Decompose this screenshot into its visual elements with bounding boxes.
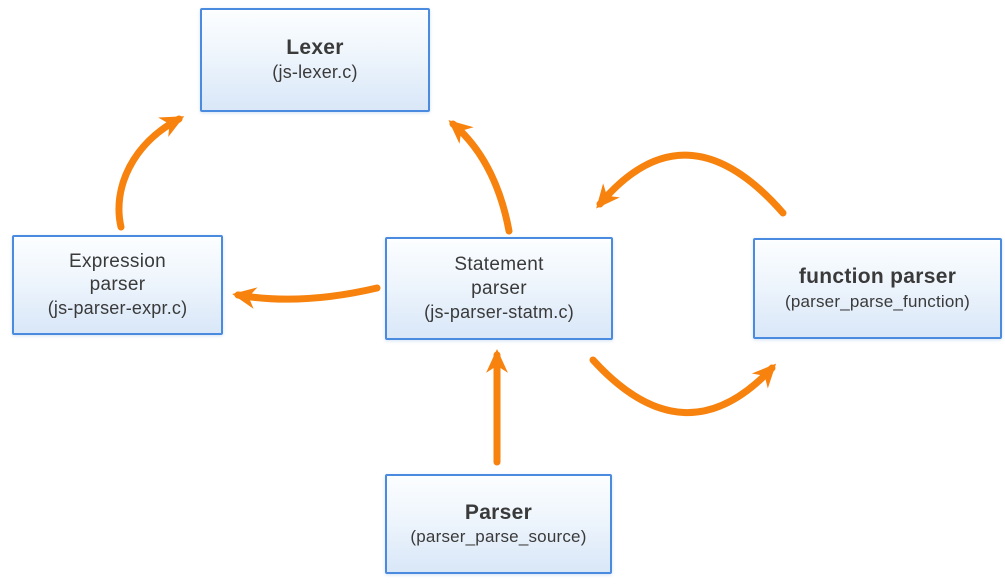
- node-function-parser-file: (parser_parse_function): [784, 291, 971, 311]
- node-parser-title: Parser: [464, 500, 533, 524]
- node-lexer-title: Lexer: [286, 36, 344, 60]
- node-lexer-file: (js-lexer.c): [272, 62, 358, 83]
- arrow-statement-parser-to-function-parser: [589, 356, 777, 416]
- node-statement-parser-file: (js-parser-statm.c): [424, 301, 574, 322]
- arrow-statement-parser-to-expression-parser: [232, 284, 381, 309]
- node-expression-parser-file: (js-parser-expr.c): [47, 298, 188, 319]
- node-parser-file: (parser_parse_source): [410, 527, 587, 547]
- node-lexer: Lexer (js-lexer.c): [200, 8, 430, 112]
- arrow-statement-parser-to-lexer: [448, 120, 513, 235]
- node-expression-parser-title: Expression parser: [69, 250, 166, 296]
- node-statement-parser-title: Statement parser: [454, 254, 544, 299]
- node-statement-parser: Statement parser (js-parser-statm.c): [385, 237, 613, 340]
- node-function-parser: function parser (parser_parse_function): [753, 238, 1002, 339]
- node-function-parser-title: function parser: [798, 265, 957, 289]
- arrow-function-parser-to-statement-parser: [596, 151, 787, 217]
- node-parser: Parser (parser_parse_source): [385, 474, 612, 574]
- arrow-expression-parser-to-lexer: [115, 115, 185, 231]
- node-expression-parser: Expression parser (js-parser-expr.c): [12, 235, 223, 335]
